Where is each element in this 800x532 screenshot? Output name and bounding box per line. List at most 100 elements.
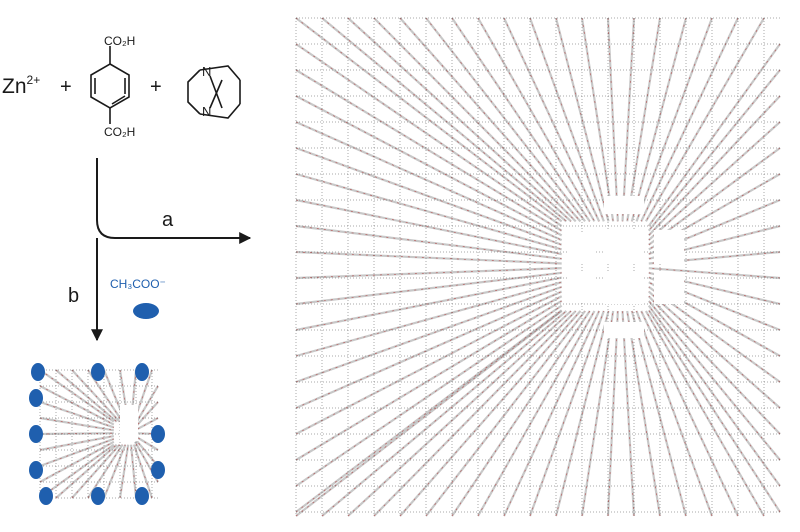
- framework-strut-oxygen: [134, 417, 159, 431]
- framework-strut-oxygen: [425, 310, 586, 517]
- framework-strut: [295, 281, 562, 358]
- framework-strut: [55, 443, 118, 499]
- framework-strut-oxygen: [503, 310, 600, 517]
- framework-strut: [528, 310, 605, 517]
- framework-strut: [399, 17, 582, 223]
- framework-pore: [654, 272, 684, 304]
- acetate-cap-icon: [91, 487, 105, 505]
- framework-strut-oxygen: [39, 441, 114, 483]
- acetate-cap-icon: [29, 425, 43, 443]
- framework-strut-oxygen: [648, 267, 781, 279]
- plus-sign-1: +: [60, 76, 72, 98]
- framework-pore: [654, 230, 684, 264]
- framework-strut: [295, 120, 563, 242]
- framework-strut-oxygen: [622, 17, 635, 222]
- framework-strut: [347, 310, 572, 517]
- framework-strut-oxygen: [529, 310, 605, 517]
- framework-strut: [644, 17, 765, 222]
- framework-strut-oxygen: [295, 147, 562, 246]
- framework-strut-oxygen: [640, 310, 739, 517]
- framework-strut: [321, 17, 568, 223]
- framework-strut-oxygen: [295, 300, 562, 461]
- acetate-cap-icon: [91, 363, 105, 381]
- framework-strut: [647, 300, 781, 461]
- framework-strut: [648, 147, 781, 246]
- framework-strut-oxygen: [555, 17, 609, 222]
- framework-strut-oxygen: [295, 43, 562, 227]
- framework-strut: [295, 290, 563, 410]
- pathway-b-label: b: [68, 285, 79, 307]
- acetate-cap-icon: [29, 461, 43, 479]
- framework-strut-oxygen: [134, 438, 159, 467]
- framework-strut: [647, 304, 781, 487]
- framework-strut-oxygen: [295, 305, 562, 487]
- framework-strut-oxygen: [640, 17, 739, 222]
- acetate-cap-icon: [39, 487, 53, 505]
- framework-strut-oxygen: [648, 277, 781, 331]
- framework-strut-oxygen: [295, 69, 562, 231]
- framework-strut-oxygen: [134, 385, 159, 425]
- framework-strut-oxygen: [503, 17, 600, 222]
- dabco-nitrogen-top: N: [202, 64, 211, 79]
- framework-strut: [295, 250, 562, 265]
- framework-strut-oxygen: [648, 291, 781, 409]
- framework-strut-oxygen: [645, 310, 765, 517]
- framework-pore: [568, 272, 594, 302]
- framework-strut-oxygen: [347, 17, 572, 222]
- framework-strut-oxygen: [636, 310, 713, 517]
- acetate-marker-icon: [133, 303, 159, 319]
- framework-strut-oxygen: [648, 199, 781, 255]
- framework-strut-oxygen: [119, 444, 129, 499]
- framework-strut: [39, 400, 115, 429]
- framework-strut: [295, 309, 563, 513]
- framework-strut: [39, 437, 115, 468]
- framework-strut-oxygen: [631, 17, 687, 222]
- acetate-cap-icon: [31, 363, 45, 381]
- framework-strut-oxygen: [648, 310, 781, 513]
- framework-strut: [626, 310, 662, 517]
- pathway-a-arrow: [96, 158, 252, 244]
- framework-strut: [39, 434, 115, 452]
- acetate-cap-icon: [151, 425, 165, 443]
- framework-strut-oxygen: [347, 310, 572, 517]
- framework-strut: [295, 17, 563, 223]
- framework-pore: [604, 322, 644, 338]
- framework-strut-oxygen: [295, 286, 562, 383]
- framework-strut-oxygen: [477, 310, 595, 517]
- framework-strut: [626, 17, 662, 222]
- acetate-label: CH₃COO⁻: [110, 277, 166, 291]
- framework-strut-oxygen: [607, 17, 619, 222]
- framework-strut-oxygen: [39, 432, 114, 435]
- framework-strut-oxygen: [134, 435, 159, 451]
- framework-strut: [580, 17, 615, 222]
- plus-sign-2: +: [150, 76, 162, 98]
- framework-strut: [647, 95, 781, 237]
- framework-strut: [321, 310, 568, 517]
- pathway-a-label: a: [162, 209, 174, 231]
- framework-strut-oxygen: [451, 17, 591, 222]
- framework-strut: [39, 385, 115, 426]
- framework-pore: [604, 272, 644, 304]
- framework-strut-oxygen: [631, 310, 687, 517]
- framework-strut: [477, 17, 596, 222]
- framework-strut: [295, 172, 562, 251]
- framework-strut-oxygen: [71, 369, 120, 422]
- framework-strut-oxygen: [295, 277, 562, 331]
- framework-strut-oxygen: [130, 444, 137, 499]
- framework-strut: [39, 416, 114, 432]
- framework-strut: [621, 310, 636, 517]
- framework-strut-oxygen: [648, 121, 781, 241]
- carboxyl-bottom-label: CO₂H: [104, 125, 135, 139]
- capped-nanocrystal-structure: [29, 363, 165, 505]
- framework-strut: [451, 310, 591, 517]
- framework-strut-oxygen: [295, 225, 562, 260]
- framework-strut: [399, 310, 582, 517]
- framework-strut: [647, 69, 781, 232]
- dabco-structure: [187, 65, 241, 119]
- acetate-cap-icon: [29, 389, 43, 407]
- framework-strut: [295, 267, 562, 280]
- framework-pore: [604, 230, 644, 264]
- framework-strut-oxygen: [555, 310, 609, 517]
- acetate-cap-icon: [151, 461, 165, 479]
